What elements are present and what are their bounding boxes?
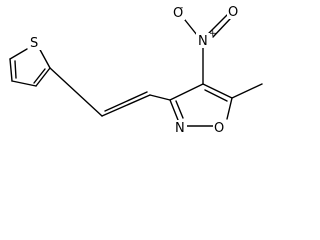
bond-n-o-top-double xyxy=(212,18,231,38)
ring-oxygen-label: O xyxy=(214,121,224,136)
nitro-oxygen-top-label: O xyxy=(228,5,238,20)
nitro-oxygen-left-label: O xyxy=(173,6,183,21)
bond-methyl xyxy=(231,83,263,99)
double-bond-c2-c3 xyxy=(33,68,46,84)
nitro-oxygen-charge: - xyxy=(180,3,183,13)
sulfur-atom-label: S xyxy=(30,36,38,51)
structure-canvas: S N + O O - N O xyxy=(9,3,263,136)
bond-c3-c4-ring xyxy=(169,83,204,101)
vinyl-linker xyxy=(49,67,171,117)
double-bond-n-c3-ring xyxy=(175,100,184,119)
bond-c3-c4 xyxy=(11,80,37,87)
bond-c5-s xyxy=(9,48,28,60)
bond-vinyl-isoxazole xyxy=(149,94,171,101)
bond-c4-c5-ring xyxy=(202,83,233,99)
bond-vinyl-double xyxy=(101,94,151,117)
double-bond-c4-c5-ring xyxy=(204,89,228,102)
bond-thienyl-vinyl xyxy=(49,67,103,117)
bond-n-c3-ring xyxy=(169,99,179,121)
bond-c2-c3 xyxy=(35,67,51,87)
ring-nitrogen-label: N xyxy=(175,121,185,136)
nitro-nitrogen-charge: + xyxy=(209,29,217,39)
nitro-nitrogen-label: N xyxy=(198,34,208,49)
bond-c4-c5 xyxy=(9,58,13,82)
bond-c5-o-ring xyxy=(226,97,233,120)
nitro-group xyxy=(184,14,231,85)
double-bond-c4-c5 xyxy=(14,60,17,79)
thiophene-ring xyxy=(9,45,51,87)
bond-vinyl-double-inner xyxy=(104,91,148,112)
bond-n-o-top xyxy=(208,14,228,34)
isoxazole-ring xyxy=(169,83,233,127)
bond-n-o-left xyxy=(184,19,198,36)
chemical-structure: S N + O O - N O xyxy=(9,3,263,136)
